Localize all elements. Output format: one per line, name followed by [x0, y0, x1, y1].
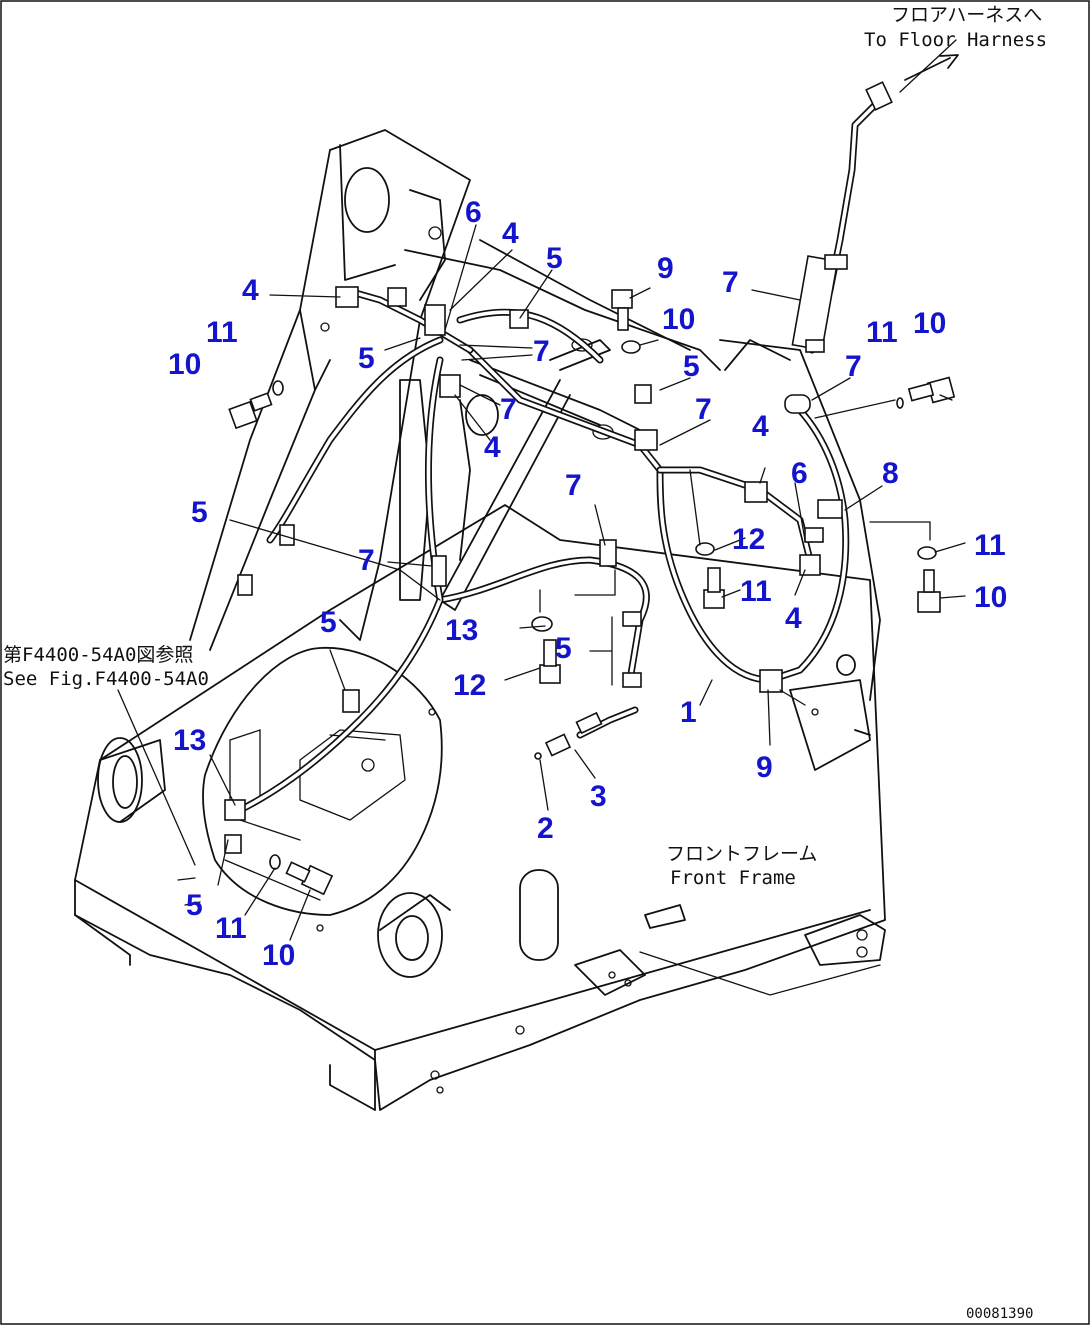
- callout-4: 4: [484, 431, 501, 464]
- callout-7: 7: [695, 393, 712, 426]
- callout-7: 7: [722, 266, 739, 299]
- callout-10: 10: [974, 581, 1007, 614]
- callout-5: 5: [555, 632, 572, 665]
- notes: フロアハーネスへ To Floor Harness フロントフレーム Front…: [3, 4, 1047, 1322]
- callout-11: 11: [974, 529, 1006, 562]
- note-front-frame-jp: フロントフレーム: [666, 843, 817, 865]
- callout-13: 13: [445, 614, 478, 647]
- callout-7: 7: [500, 393, 517, 426]
- callout-9: 8: [882, 457, 899, 490]
- callout-2: 2: [537, 812, 554, 845]
- callout-11: 11: [866, 316, 898, 349]
- callout-14: 13: [173, 724, 206, 757]
- callout-10: 10: [262, 939, 295, 972]
- callout-12: 11: [740, 575, 772, 608]
- note-see-fig-jp: 第F4400-54A0図参照: [3, 644, 193, 666]
- note-front-frame-en: Front Frame: [670, 867, 796, 889]
- callout-11: 10: [662, 303, 695, 336]
- callout-1: 1: [680, 696, 697, 729]
- callout-6: 6: [791, 457, 808, 490]
- callout-5: 5: [191, 496, 208, 529]
- callout-7: 7: [358, 544, 375, 577]
- callout-7: 7: [533, 335, 550, 368]
- bolt-12-right: [703, 567, 725, 609]
- callout-10: 10: [913, 307, 946, 340]
- drawing-code: 00081390: [966, 1306, 1033, 1322]
- callout-11: 11: [206, 316, 238, 349]
- callout-10: 9: [657, 252, 674, 285]
- leader-lines: [117, 39, 966, 996]
- parts: [224, 54, 959, 896]
- callout-11: 11: [215, 912, 247, 945]
- callout-4: 4: [752, 410, 769, 443]
- callout-13: 12: [732, 523, 765, 556]
- callout-9: 9: [756, 751, 773, 784]
- callout-6: 6: [465, 196, 482, 229]
- callout-4: 4: [502, 217, 519, 250]
- callout-5: 5: [186, 889, 203, 922]
- note-see-fig-en: See Fig.F4400-54A0: [3, 668, 209, 690]
- callout-4: 4: [242, 274, 259, 307]
- callout-5: 5: [358, 342, 375, 375]
- note-floor-harness-jp: フロアハーネスへ: [891, 4, 1042, 26]
- callouts: 1 2 3 4 4 4 4 4 5 5 5 5 5 5 5 6 6 7 7 7 …: [168, 196, 1007, 972]
- callout-5: 5: [546, 242, 563, 275]
- bolt-10-right-upper: [907, 376, 956, 404]
- bolt-10-top: [611, 289, 633, 331]
- bolt-10-left: [228, 392, 273, 430]
- front-frame-body: [74, 504, 886, 1111]
- bolt-10-bottom: [285, 861, 334, 896]
- callout-4: 4: [785, 602, 802, 635]
- callout-8: 7: [845, 350, 862, 383]
- callout-10: 10: [168, 348, 201, 381]
- callout-5: 5: [320, 606, 337, 639]
- bolt-12-mid: [539, 639, 561, 684]
- harness-cables: [236, 96, 884, 814]
- callout-12: 12: [453, 669, 486, 702]
- note-floor-harness-en: To Floor Harness: [864, 29, 1047, 51]
- callout-7: 7: [565, 469, 582, 502]
- callout-5: 5: [683, 350, 700, 383]
- callout-3: 3: [590, 780, 607, 813]
- bolt-10-right-lower: [917, 569, 941, 613]
